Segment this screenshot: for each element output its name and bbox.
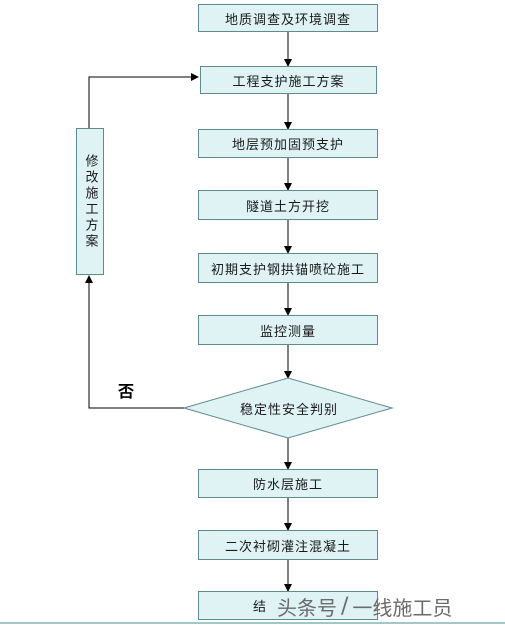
step-pre-reinforcement: 地层预加固预支护 [198,129,378,158]
no-branch-label: 否 [118,382,135,401]
step-initial-support: 初期支护钢拱锚喷砼施工 [198,253,378,283]
step-geological-survey: 地质调查及环境调查 [198,4,378,32]
revise-plan-box: 修改施工方案 [76,128,104,275]
arrow-revise-step2 [88,73,199,128]
step-monitoring: 监控测量 [198,315,378,345]
watermark-author: 一线施工员 [352,596,453,620]
decision-diamond [182,377,394,439]
revise-plan-label: 修改施工方案 [82,153,98,250]
step-excavation: 隧道土方开挖 [198,190,378,220]
arrow-decision-revise [85,275,184,409]
step-end: 结 [198,591,378,620]
step-end-label: 结 [253,600,268,615]
step-support-plan: 工程支护施工方案 [200,66,377,94]
bottom-divider [0,622,505,624]
watermark-divider-icon: / [341,594,349,619]
watermark: 头条号 / 一线施工员 [277,592,452,621]
step-waterproofing: 防水层施工 [198,469,378,498]
watermark-source: 头条号 [277,596,337,620]
decision-label: 稳定性安全判别 [239,403,338,418]
step-secondary-lining: 二次衬砌灌注混凝土 [198,530,378,560]
